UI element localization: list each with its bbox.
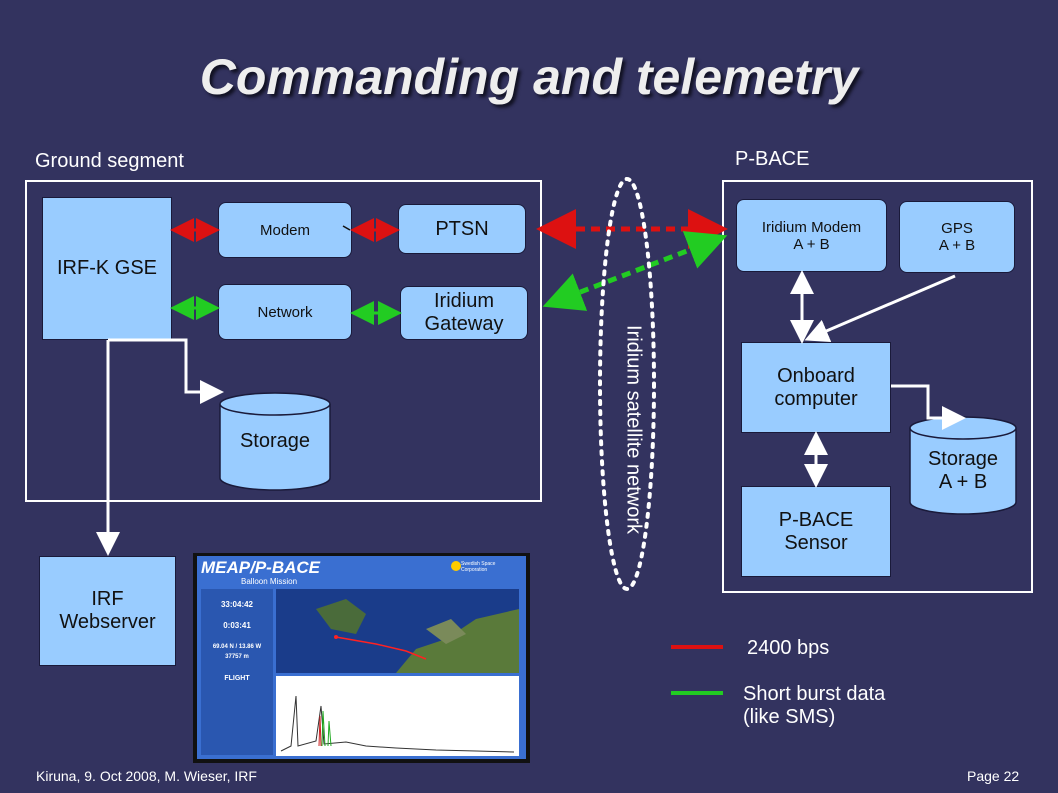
ptsn-box: PTSN [398,204,526,254]
legend-green-line [671,691,723,695]
irf-gse-box: IRF-K GSE [42,197,172,340]
onboard-storage-link [891,384,966,430]
legend-green-label: Short burst data (like SMS) [743,683,886,728]
screenshot-company: Swedish Space Corporation [461,561,496,573]
onboard-computer-box: Onboard computer [741,342,891,433]
iridium-gateway-box: Iridium Gateway [400,286,528,340]
pbace-storage-label: Storage A + B [927,448,999,493]
pbace-frame [722,180,1033,593]
gps-onboard-link [804,274,956,342]
footer-left: Kiruna, 9. Oct 2008, M. Wieser, IRF [36,768,257,784]
screenshot-time2: 0:03:41 [223,621,251,630]
screenshot-spectrum [276,676,519,756]
modem-mark [342,225,351,231]
screenshot-time1: 33:04:42 [220,600,254,609]
gse-storage-link [108,338,224,404]
screenshot-subtitle: Balloon Mission [241,577,298,586]
pbace-sensor-box: P-BACE Sensor [741,486,891,577]
ground-storage-label: Storage [239,430,311,452]
screenshot-position: 69.04 N / 13.86 W [212,644,262,650]
pbace-label: P-BACE [735,148,810,170]
ground-segment-label: Ground segment [35,150,184,172]
webserver-box: IRF Webserver [39,556,176,666]
page-title: Commanding and telemetry [199,49,859,105]
screenshot-info-column [201,589,273,755]
gps-box: GPS A + B [899,201,1015,273]
footer-right: Page 22 [967,768,1020,784]
company-logo-icon [451,561,461,571]
legend-red-line [671,645,723,649]
ground-storage-cylinder [219,392,331,491]
screenshot-map [276,589,519,673]
network-box: Network [218,284,352,340]
screenshot-altitude: 37757 m [225,654,249,660]
gateway-iridium-link [542,231,728,311]
ground-segment-frame [25,180,542,502]
legend-red-label: 2400 bps [747,637,830,659]
modem-box: Modem [218,202,352,258]
screenshot-logo: MEAP/P-BACE [201,558,321,577]
iridium-modem-box: Iridium Modem A + B [736,199,887,272]
screenshot-mode: FLIGHT [224,675,250,682]
meap-screenshot: MEAP/P-BACE Balloon Mission Swedish Spac… [193,553,530,763]
satellite-network-ellipse [598,177,656,591]
